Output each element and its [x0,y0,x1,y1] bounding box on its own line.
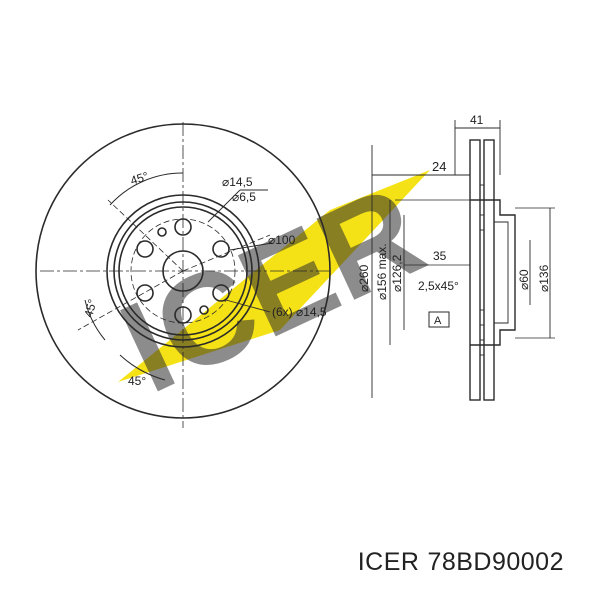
chamfer-label: 2,5x45° [418,279,459,293]
disc-front-view [35,122,331,428]
disc-side-view [371,120,555,401]
front-view-labels: 45° 45° 45° ⌀14,5 ⌀6,5 ⌀100 (6x) ⌀14,5 [81,169,327,388]
datum-label: A [434,315,442,327]
hub-inner-label: ⌀126,2 [390,254,404,292]
hat-height-label: 35 [433,249,447,263]
hub-max-label: ⌀156 max. [375,243,389,300]
pin-hole-label: ⌀6,5 [232,190,256,204]
disc-thickness-label: 24 [432,159,446,174]
angle-left-label: 45° [81,297,99,318]
center-bore-label: ⌀60 [517,269,531,290]
hat-diameter-label: ⌀136 [537,264,551,292]
stud-holes-label: (6x) ⌀14,5 [272,305,327,319]
brake-disc-drawing: ICER [35,113,555,428]
angle-bottom-label: 45° [128,374,146,388]
overall-thickness-label: 41 [470,113,484,127]
hat-outer-ring [106,194,260,348]
side-view-labels: 41 24 ⌀260 ⌀156 max. ⌀126,2 35 2,5x45° A… [357,113,551,327]
pcd-label: ⌀100 [268,233,296,247]
disc-outer-circle [35,123,331,419]
outer-diameter-label: ⌀260 [357,264,371,292]
stud-holes [136,218,230,324]
part-number: 78BD90002 [427,548,564,576]
watermark-yellow-band [118,170,430,382]
angle-top-label: 45° [129,169,151,188]
brand-name: ICER [357,548,420,576]
bolt-hole-label: ⌀14,5 [222,175,253,189]
datum-box [428,311,450,328]
center-bore [162,250,204,292]
